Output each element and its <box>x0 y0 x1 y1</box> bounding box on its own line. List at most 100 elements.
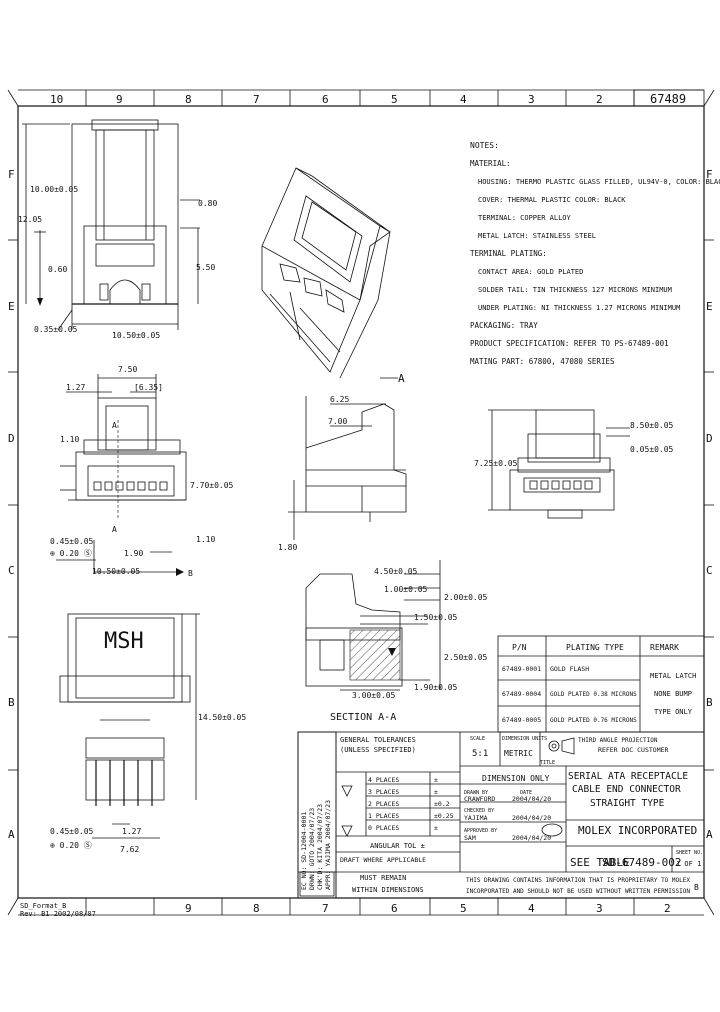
draft-note: DRAFT WHERE APPLICABLE <box>340 856 426 864</box>
dim-sec-450: 4.50±0.05 <box>374 567 418 576</box>
zone-col: 7 <box>253 93 260 106</box>
dimension-only: DIMENSION ONLY <box>482 774 550 783</box>
tol-row-val: ±0.25 <box>434 812 454 820</box>
dim-top-110: 1.10 <box>60 435 79 444</box>
dim-front-right: 0.80 <box>198 199 217 208</box>
notes-block: NOTES: MATERIAL: HOUSING: THERMO PLASTIC… <box>470 141 720 366</box>
date-label: DATE <box>520 790 532 796</box>
third-angle: THIRD ANGLE PROJECTION <box>578 737 658 744</box>
zone-col: 9 <box>185 902 192 915</box>
isometric-view <box>261 167 391 379</box>
checked-by: YAJIMA <box>464 814 488 822</box>
zone-row: B <box>8 696 15 709</box>
format-label: SD_Format_B <box>20 902 66 910</box>
zone-row: D <box>8 432 15 445</box>
dim-bv-127: 1.27 <box>122 827 141 836</box>
tol-row: 2 PLACES <box>368 800 399 808</box>
within-dimensions: WITHIN DIMENSIONS <box>352 886 424 894</box>
table-cell-pn: 67489-0004 <box>502 690 541 698</box>
tol-row: 4 PLACES <box>368 776 399 784</box>
title-line: STRAIGHT TYPE <box>590 798 665 809</box>
note-line: CONTACT AREA: GOLD PLATED <box>478 268 583 276</box>
dim-top-190: 1.90 <box>124 549 143 558</box>
drawn-by-label: DRAWN BY <box>464 790 488 796</box>
dim-bv-phi: ⊕ 0.20 Ⓢ <box>50 841 92 850</box>
tol-sub: (UNLESS SPECIFIED) <box>340 746 416 754</box>
dim-front-b: 0.35±0.05 <box>34 325 78 334</box>
zone-col: 5 <box>391 93 398 106</box>
document-number: SD-67489-002 <box>602 856 681 869</box>
rev-letter: B <box>694 883 699 892</box>
dim-bv-762: 7.62 <box>120 845 139 854</box>
title-block <box>297 731 705 899</box>
zone-col: 2 <box>596 93 603 106</box>
zone-col: 8 <box>185 93 192 106</box>
notes-title: NOTES: <box>470 141 499 150</box>
dim-top-045: 0.45±0.05 <box>50 537 94 546</box>
side-zone-ticks <box>8 239 714 771</box>
sheet-label: SHEET NO. <box>676 850 703 856</box>
table-remark: TYPE ONLY <box>654 708 693 716</box>
top-view <box>56 374 187 576</box>
dim-bv-045: 0.45±0.05 <box>50 827 94 836</box>
format-rev: Rev: B1 2002/08/07 <box>20 910 96 918</box>
dim-side-700: 7.00 <box>328 417 347 426</box>
date-checked: 2004/04/20 <box>512 814 551 822</box>
zone-col: 3 <box>528 93 535 106</box>
tol-row-val: ± <box>434 776 438 784</box>
dim-front-h1: 10.00±0.05 <box>30 185 78 194</box>
zone-row: D <box>706 432 713 445</box>
section-mark-a2: A <box>112 525 117 534</box>
dim-sec-300: 3.00±0.05 <box>352 691 396 700</box>
datum-b: B <box>188 569 193 578</box>
note-line: MATING PART: 67800, 47080 SERIES <box>470 357 615 366</box>
end-view <box>488 409 630 519</box>
top-zone-ticks <box>85 90 635 915</box>
dim-front-mid: 5.50 <box>196 263 215 272</box>
note-line: UNDER PLATING: NI THICKNESS 1.27 MICRONS… <box>478 304 680 312</box>
note-line: PRODUCT SPECIFICATION: REFER TO PS-67489… <box>470 339 669 348</box>
rev-entry: APPR: YAJIMA 2004/07/23 <box>324 800 332 890</box>
dim-sec-190: 1.90±0.05 <box>414 683 458 692</box>
tol-row: 3 PLACES <box>368 788 399 796</box>
dim-r-725: 7.25±0.05 <box>474 459 518 468</box>
rev-entry: DRWN: GOTO 2004/07/23 <box>308 808 316 890</box>
dim-front-width: 10.50±0.05 <box>112 331 160 340</box>
note-line: TERMINAL: COPPER ALLOY <box>478 214 572 222</box>
dim-sec-200: 2.00±0.05 <box>444 593 488 602</box>
zone-col: 5 <box>460 902 467 915</box>
date-drawn: 2004/04/20 <box>512 795 551 803</box>
zone-col: 6 <box>322 93 329 106</box>
dim-front-small: 0.60 <box>48 265 67 274</box>
zone-row: F <box>706 168 713 181</box>
refer-doc: REFER DOC CUSTOMER <box>598 746 669 754</box>
rev-entry: CHK'D: KITA 2004/07/23 <box>316 804 324 890</box>
table-cell-plating: GOLD PLATED 0.76 MICRONS <box>550 717 637 724</box>
note-line: METAL LATCH: STAINLESS STEEL <box>478 232 596 240</box>
zone-row: E <box>706 300 713 313</box>
rev-entry: EC NO: SD-12004-0001 <box>300 812 308 890</box>
side-view <box>288 377 407 540</box>
section-callout-a: A <box>398 372 405 385</box>
zone-col: 3 <box>596 902 603 915</box>
zone-row: A <box>706 828 713 841</box>
zone-row: B <box>706 696 713 709</box>
section-view <box>305 560 441 691</box>
zone-col: 8 <box>253 902 260 915</box>
tol-row-val: ± <box>434 788 438 796</box>
revision-block <box>297 731 337 899</box>
see-table: SEE TABLE <box>570 856 630 869</box>
scale-value: 5:1 <box>472 749 488 759</box>
zone-col: 6 <box>391 902 398 915</box>
approved-by: SAM <box>464 834 476 842</box>
note-line: COVER: THERMAL PLASTIC COLOR: BLACK <box>478 196 626 204</box>
note-line: MATERIAL: <box>470 159 511 168</box>
table-cell-pn: 67489-0005 <box>502 716 541 724</box>
plating-table <box>497 635 705 733</box>
table-remark: NONE BUMP <box>654 690 692 698</box>
zone-col: 10 <box>50 93 63 106</box>
checked-label: CHECKED BY <box>464 808 494 814</box>
angular-tol: ANGULAR TOL ± <box>370 842 425 850</box>
approved-label: APPROVED BY <box>464 828 497 834</box>
